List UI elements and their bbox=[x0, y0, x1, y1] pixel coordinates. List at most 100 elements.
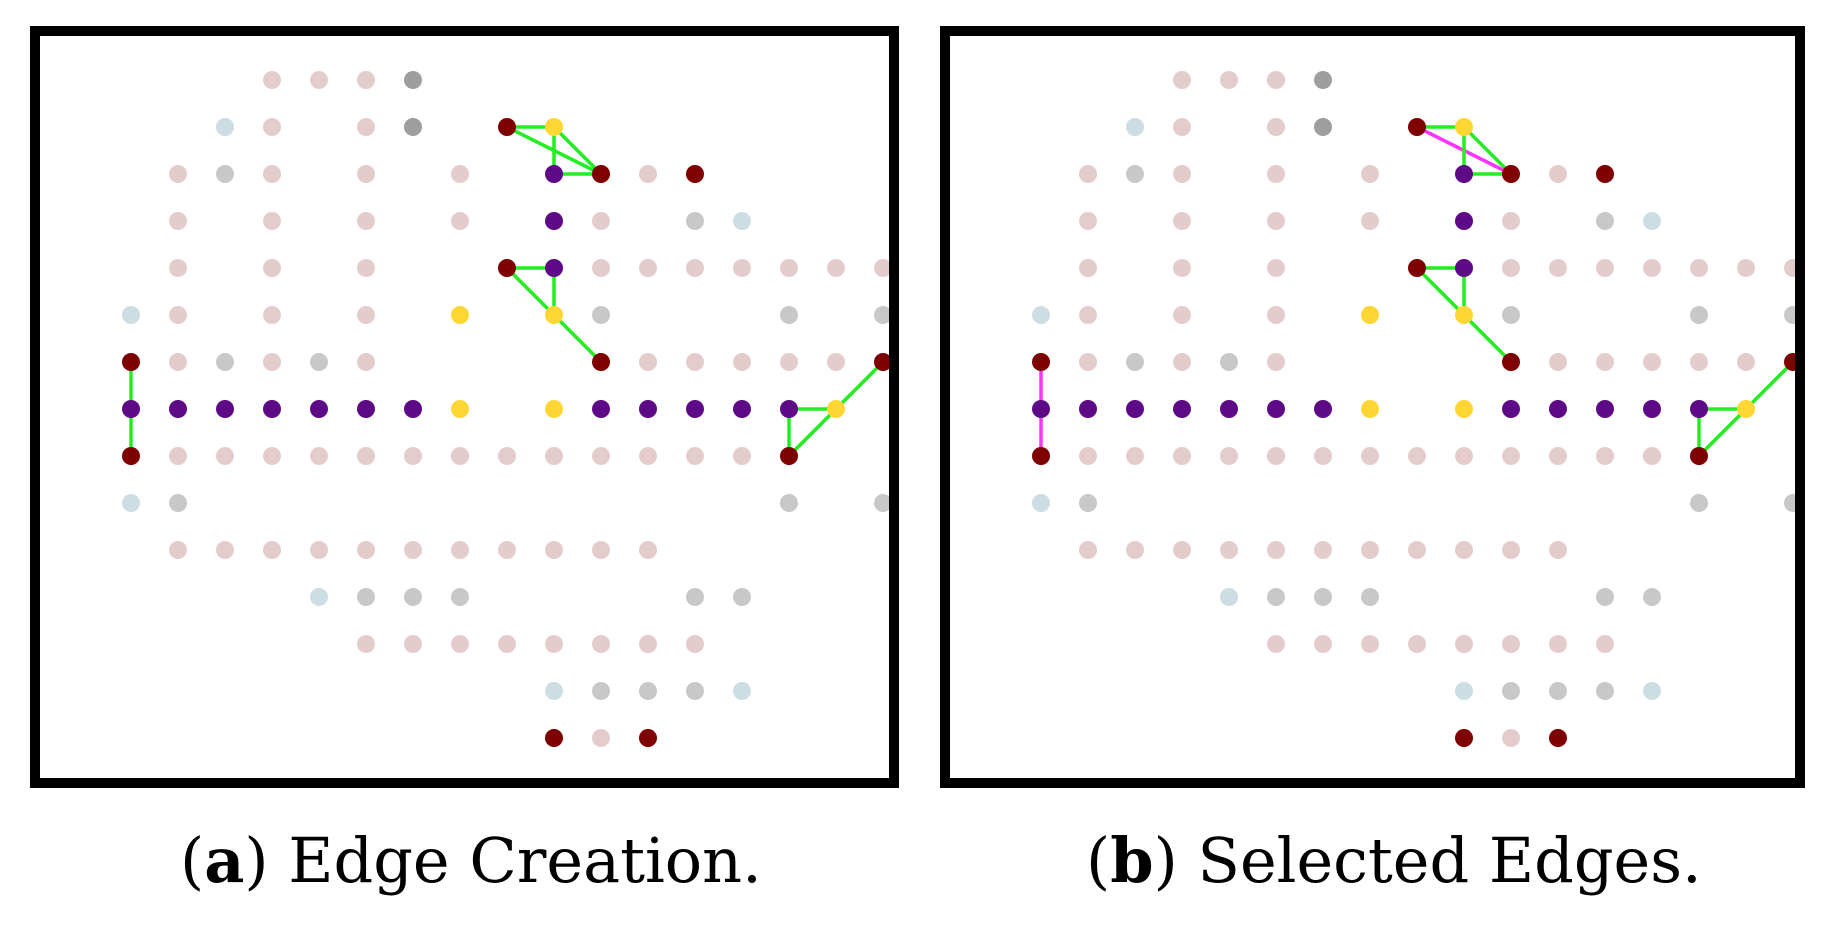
panel-b-node-pink bbox=[1267, 165, 1285, 183]
panel-b-node-gray bbox=[1126, 353, 1144, 371]
panel-a-node-pink bbox=[357, 118, 375, 136]
panel-b-node-gray bbox=[1502, 306, 1520, 324]
panel-a-node-pink bbox=[357, 259, 375, 277]
panel-b-node-pink bbox=[1079, 353, 1097, 371]
panel-a-node-gray bbox=[733, 588, 751, 606]
panel-a-node-yellow bbox=[545, 400, 563, 418]
panel-b-node-lightblue bbox=[1126, 118, 1144, 136]
panel-b-node-purple bbox=[1126, 400, 1144, 418]
panel-b-node-pink bbox=[1643, 353, 1661, 371]
panel-b-node-lightblue bbox=[1032, 494, 1050, 512]
panel-b-node-pink bbox=[1408, 541, 1426, 559]
panel-b-node-gray bbox=[1784, 494, 1795, 512]
panel-a-node-gray bbox=[686, 682, 704, 700]
panel-a-node-pink bbox=[874, 259, 889, 277]
panel-b-node-gray bbox=[1549, 682, 1567, 700]
caption-b-letter: b bbox=[1110, 824, 1154, 897]
panel-b-node-darkred bbox=[1408, 259, 1426, 277]
panel-b-node-pink bbox=[1549, 635, 1567, 653]
panel-b-node-pink bbox=[1455, 635, 1473, 653]
panel-b-node-pink bbox=[1079, 447, 1097, 465]
panel-b-node-purple bbox=[1549, 400, 1567, 418]
panel-a-node-gray bbox=[592, 682, 610, 700]
panel-a-node-pink bbox=[310, 71, 328, 89]
panel-a-node-pink bbox=[686, 259, 704, 277]
panel-b-node-purple bbox=[1032, 400, 1050, 418]
panel-b-node-pink bbox=[1220, 447, 1238, 465]
panel-b-node-pink bbox=[1220, 541, 1238, 559]
panel-b-node-pink bbox=[1173, 259, 1191, 277]
panel-a-edge-3 bbox=[552, 125, 603, 176]
panel-b-node-gray bbox=[1361, 588, 1379, 606]
panel-b-node-gray bbox=[1079, 494, 1097, 512]
panel-b-node-pink bbox=[1267, 259, 1285, 277]
panel-a-node-pink bbox=[357, 541, 375, 559]
panel-a-node-darkred bbox=[639, 729, 657, 747]
panel-a-node-purple bbox=[169, 400, 187, 418]
panel-b-node-darkred bbox=[1549, 729, 1567, 747]
panel-b-node-pink bbox=[1549, 353, 1567, 371]
panel-a-node-gray bbox=[169, 494, 187, 512]
panel-a-node-purple bbox=[545, 165, 563, 183]
panel-a-node-pink bbox=[592, 447, 610, 465]
panel-a-node-pink bbox=[592, 541, 610, 559]
panel-a-node-pink bbox=[451, 212, 469, 230]
panel-b-node-darkred bbox=[1690, 447, 1708, 465]
panel-b-node-pink bbox=[1596, 447, 1614, 465]
panel-a-node-lightblue bbox=[122, 306, 140, 324]
panel-a-node-pink bbox=[404, 541, 422, 559]
panel-b-node-purple bbox=[1502, 400, 1520, 418]
panel-b-node-pink bbox=[1690, 353, 1708, 371]
panel-a-node-pink bbox=[451, 165, 469, 183]
panel-a-node-pink bbox=[592, 729, 610, 747]
panel-a-node-pink bbox=[310, 541, 328, 559]
panel-b-node-pink bbox=[1267, 306, 1285, 324]
panel-a-node-pink bbox=[357, 306, 375, 324]
panel-b-node-pink bbox=[1126, 541, 1144, 559]
panel-b-node-purple bbox=[1643, 400, 1661, 418]
panel-a-node-pink bbox=[545, 447, 563, 465]
panel-a-edge-14 bbox=[834, 360, 885, 411]
panel-a-node-pink bbox=[639, 165, 657, 183]
panel-a-node-pink bbox=[780, 353, 798, 371]
panel-b-edge-13 bbox=[1697, 407, 1748, 458]
panel-a-node-pink bbox=[498, 541, 516, 559]
caption-a-letter: a bbox=[204, 824, 245, 897]
panel-b-node-darkred bbox=[1502, 353, 1520, 371]
panel-b-edge-14 bbox=[1744, 360, 1795, 411]
panel-a-node-gray bbox=[216, 353, 234, 371]
panel-a-node-purple bbox=[263, 400, 281, 418]
panel-a-node-pink bbox=[357, 71, 375, 89]
panel-b-frame bbox=[940, 26, 1805, 788]
panel-b-node-pink bbox=[1314, 541, 1332, 559]
panel-a-node-lightblue bbox=[545, 682, 563, 700]
panel-b-node-pink bbox=[1079, 306, 1097, 324]
panel-b-node-gray bbox=[1596, 588, 1614, 606]
panel-a-node-purple bbox=[357, 400, 375, 418]
panel-b-node-pink bbox=[1173, 71, 1191, 89]
panel-b-node-lightblue bbox=[1220, 588, 1238, 606]
panel-a-node-pink bbox=[592, 635, 610, 653]
panel-b-node-gray bbox=[1596, 212, 1614, 230]
panel-a-node-pink bbox=[404, 635, 422, 653]
panel-b-node-yellow bbox=[1361, 306, 1379, 324]
panel-b-node-pink bbox=[1455, 541, 1473, 559]
panel-a-node-pink bbox=[545, 541, 563, 559]
panel-b-node-lightblue bbox=[1643, 682, 1661, 700]
panel-b-node-pink bbox=[1173, 212, 1191, 230]
panel-b-node-pink bbox=[1079, 541, 1097, 559]
panel-b-node-pink bbox=[1173, 541, 1191, 559]
panel-b-node-pink bbox=[1173, 118, 1191, 136]
panel-a-node-pink bbox=[263, 541, 281, 559]
panel-b-node-yellow bbox=[1737, 400, 1755, 418]
panel-a-node-pink bbox=[357, 635, 375, 653]
panel-a-node-pink bbox=[639, 447, 657, 465]
caption-a-text: Edge Creation. bbox=[288, 824, 762, 897]
panel-b-node-pink bbox=[1690, 259, 1708, 277]
panel-a-node-pink bbox=[686, 447, 704, 465]
panel-b-node-darkred bbox=[1455, 729, 1473, 747]
panel-b-node-pink bbox=[1079, 259, 1097, 277]
panel-b-node-purple bbox=[1267, 400, 1285, 418]
panel-a-node-pink bbox=[686, 635, 704, 653]
panel-a-node-pink bbox=[827, 353, 845, 371]
